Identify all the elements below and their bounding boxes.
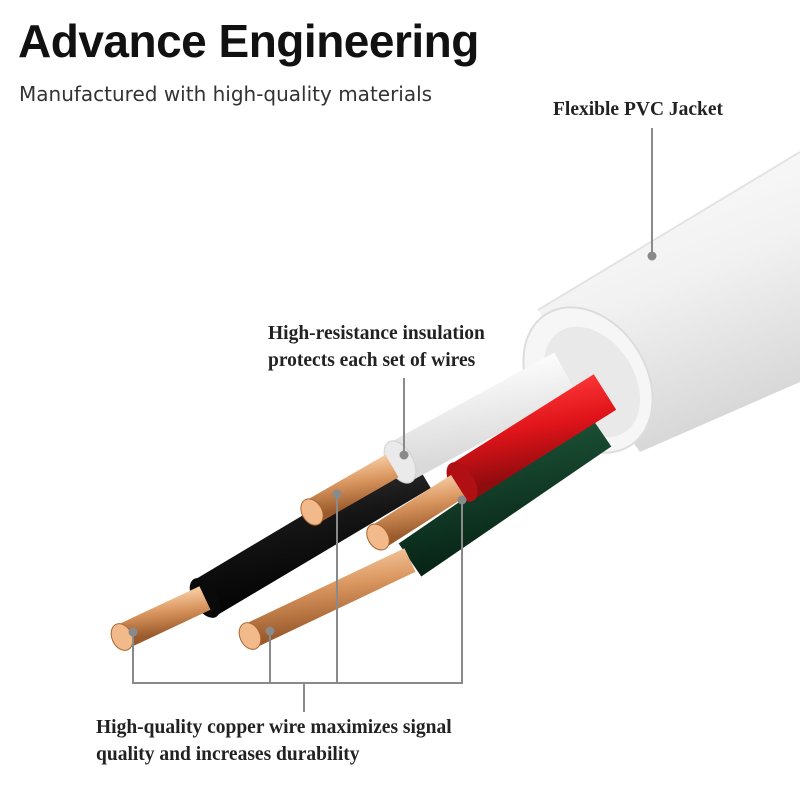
callout-copper-wire: High-quality copper wire maximizes signa… <box>96 714 452 768</box>
green-wire <box>398 413 612 577</box>
callout-line: quality and increases durability <box>96 744 360 765</box>
callout-line: Flexible PVC Jacket <box>553 99 724 120</box>
callout-line: High-resistance insulation <box>268 323 485 344</box>
callout-line: High-quality copper wire maximizes signa… <box>96 717 452 738</box>
leader-lines <box>132 128 653 712</box>
leader-dots <box>128 251 657 637</box>
callout-pvc-jacket: Flexible PVC Jacket <box>553 96 723 123</box>
page-subtitle: Manufactured with high-quality materials <box>19 82 433 106</box>
red-wire <box>446 374 617 502</box>
callout-insulation: High-resistance insulation protects each… <box>268 320 485 374</box>
page-title: Advance Engineering <box>18 15 479 67</box>
callout-line: protects each set of wires <box>268 350 476 371</box>
